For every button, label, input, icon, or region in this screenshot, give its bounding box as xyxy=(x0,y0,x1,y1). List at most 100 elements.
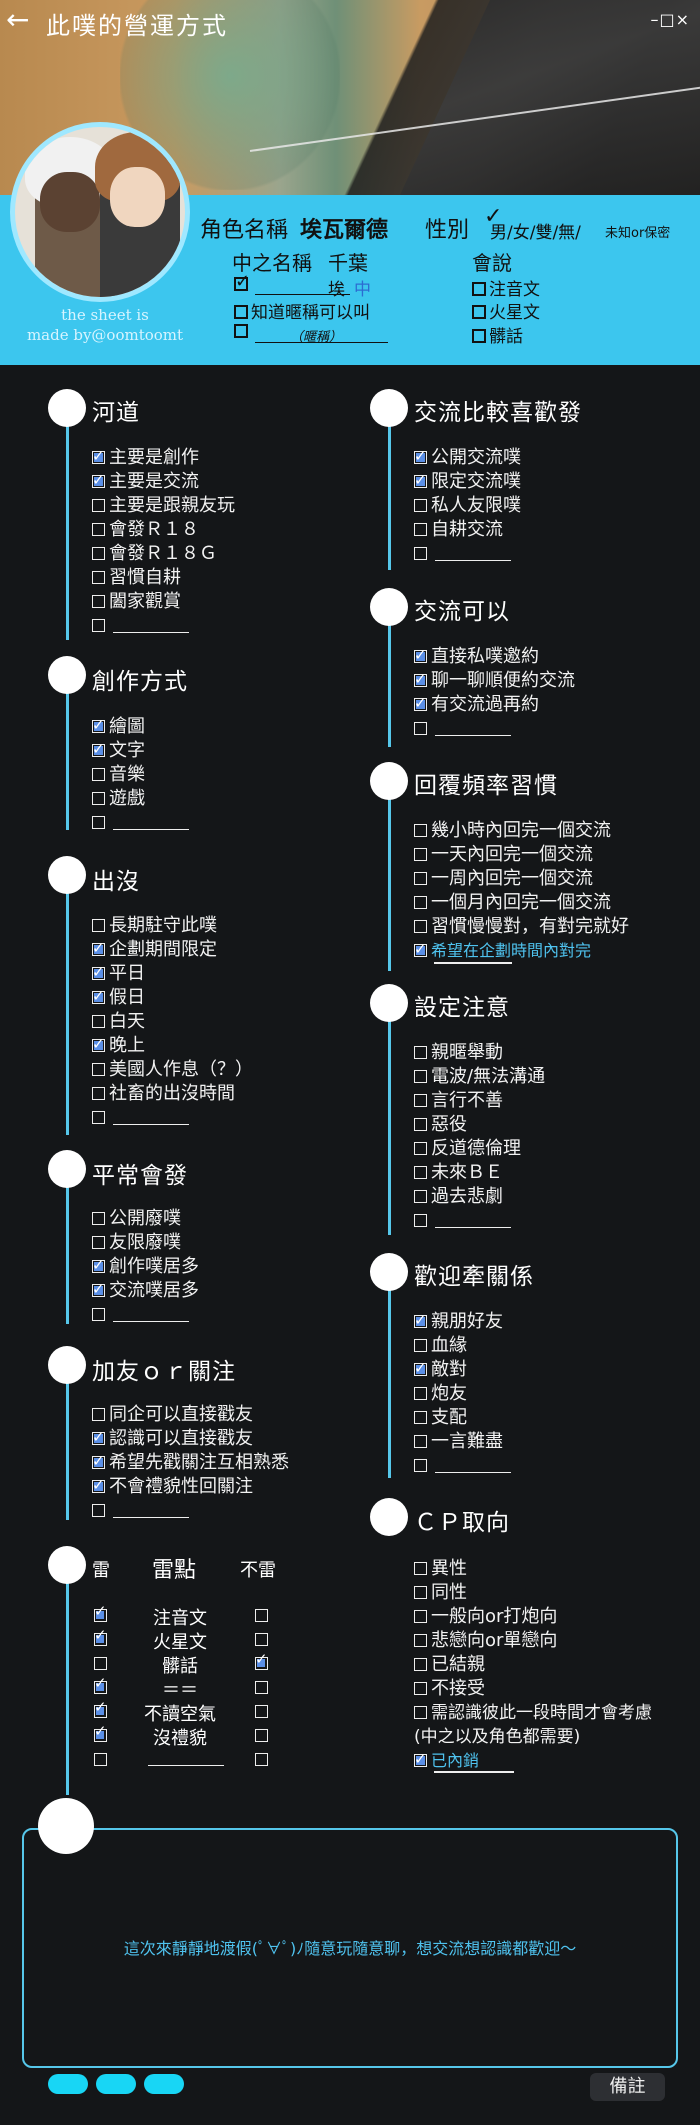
speaks-option-1[interactable]: 注音文 xyxy=(472,275,540,300)
checkbox[interactable] xyxy=(414,722,427,735)
checkbox[interactable] xyxy=(92,1111,105,1124)
cn-option-1[interactable] xyxy=(234,271,251,295)
checkbox[interactable] xyxy=(92,1450,105,1472)
checkbox[interactable] xyxy=(92,937,105,959)
checkbox[interactable] xyxy=(414,692,427,714)
checkbox[interactable] xyxy=(414,1046,427,1059)
checkbox[interactable] xyxy=(414,896,427,909)
post-item-1[interactable]: 公開廢噗 xyxy=(92,1208,181,1230)
checkbox[interactable] xyxy=(414,1094,427,1107)
checkbox[interactable] xyxy=(92,792,105,805)
thunder-row-5-no[interactable] xyxy=(255,1705,268,1718)
cp-item-3[interactable]: 一般向or打炮向 xyxy=(414,1606,557,1628)
checkbox[interactable] xyxy=(414,1118,427,1131)
notes-item-4[interactable]: 惡役 xyxy=(414,1114,467,1136)
river-item-5[interactable]: 會發Ｒ１８Ｇ xyxy=(92,543,217,565)
speaks-option-3[interactable]: 髒話 xyxy=(472,322,523,347)
checkbox[interactable] xyxy=(92,1033,105,1055)
thunder-row-6-yes[interactable] xyxy=(94,1722,107,1742)
cp-item-2[interactable]: 同性 xyxy=(414,1582,467,1604)
checkbox[interactable] xyxy=(414,644,427,666)
relation-item-4[interactable]: 炮友 xyxy=(414,1383,467,1405)
appear-item-blank[interactable] xyxy=(92,1107,189,1129)
checkbox[interactable] xyxy=(92,1236,105,1249)
exchange-pref-item-4[interactable]: 自耕交流 xyxy=(414,519,503,541)
thunder-row-3-no[interactable] xyxy=(255,1650,268,1670)
thunder-row-blank-yes[interactable] xyxy=(94,1753,107,1766)
checkbox[interactable] xyxy=(414,872,427,885)
checkbox[interactable] xyxy=(92,1474,105,1496)
checkbox[interactable] xyxy=(414,1748,427,1770)
thunder-row-2-yes[interactable] xyxy=(94,1626,107,1646)
checkbox[interactable] xyxy=(92,714,105,736)
checkbox[interactable] xyxy=(92,1015,105,1028)
exchange-can-item-3[interactable]: 有交流過再約 xyxy=(414,692,539,716)
checkbox[interactable] xyxy=(414,1357,427,1379)
reply-item-3[interactable]: 一周內回完一個交流 xyxy=(414,868,593,890)
blank-field[interactable] xyxy=(113,619,189,633)
checkbox[interactable] xyxy=(92,1212,105,1225)
river-item-2[interactable]: 主要是交流 xyxy=(92,469,199,493)
checkbox[interactable] xyxy=(92,1278,105,1300)
checkbox[interactable] xyxy=(414,1339,427,1352)
checkbox[interactable] xyxy=(92,445,105,467)
checkbox[interactable] xyxy=(92,738,105,760)
checkbox[interactable] xyxy=(92,1426,105,1448)
gender-unknown[interactable]: 未知or保密 xyxy=(605,226,671,241)
create-item-4[interactable]: 遊戲 xyxy=(92,788,145,810)
post-item-2[interactable]: 友限廢噗 xyxy=(92,1232,181,1254)
checkbox[interactable] xyxy=(414,1634,427,1647)
river-item-3[interactable]: 主要是跟親友玩 xyxy=(92,495,235,517)
river-item-6[interactable]: 習慣自耕 xyxy=(92,567,181,589)
checkbox[interactable] xyxy=(414,1190,427,1203)
follow-item-2[interactable]: 認識可以直接戳友 xyxy=(92,1426,253,1450)
checkbox[interactable] xyxy=(92,1254,105,1276)
cp-item-1[interactable]: 異性 xyxy=(414,1558,467,1580)
checkbox[interactable] xyxy=(92,595,105,608)
blank-field[interactable] xyxy=(113,1504,189,1518)
checkbox[interactable] xyxy=(92,1408,105,1421)
exchange-can-item-1[interactable]: 直接私噗邀約 xyxy=(414,644,539,668)
blank-field[interactable] xyxy=(113,816,189,830)
follow-item-4[interactable]: 不會禮貌性回關注 xyxy=(92,1474,253,1498)
checkbox[interactable] xyxy=(414,499,427,512)
river-item-7[interactable]: 闔家觀賞 xyxy=(92,591,181,613)
follow-item-blank[interactable] xyxy=(92,1500,189,1522)
checkbox[interactable] xyxy=(414,1166,427,1179)
blank-field[interactable] xyxy=(113,1111,189,1125)
blank-field[interactable] xyxy=(435,722,511,736)
appear-item-8[interactable]: 社畜的出沒時間 xyxy=(92,1083,235,1105)
speaks-option-2[interactable]: 火星文 xyxy=(472,298,540,323)
thunder-row-blank-no[interactable] xyxy=(255,1753,268,1766)
footer-tab-2[interactable] xyxy=(96,2074,136,2094)
checkbox[interactable] xyxy=(414,1214,427,1227)
checkbox[interactable] xyxy=(414,547,427,560)
thunder-row-1-no[interactable] xyxy=(255,1609,268,1622)
checkbox[interactable] xyxy=(92,571,105,584)
checkbox[interactable] xyxy=(414,1411,427,1424)
window-controls[interactable]: –□× xyxy=(650,10,690,29)
checkbox[interactable] xyxy=(92,1504,105,1517)
exchange-can-item-blank[interactable] xyxy=(414,718,511,740)
checkbox[interactable] xyxy=(414,668,427,690)
checkbox[interactable] xyxy=(414,445,427,467)
blank-field[interactable] xyxy=(435,547,511,561)
checkbox[interactable] xyxy=(92,1063,105,1076)
river-item-1[interactable]: 主要是創作 xyxy=(92,445,199,469)
thunder-row-1-yes[interactable] xyxy=(94,1602,107,1622)
create-item-2[interactable]: 文字 xyxy=(92,738,145,762)
checkbox[interactable] xyxy=(414,920,427,933)
thunder-row-5-yes[interactable] xyxy=(94,1698,107,1718)
checkbox[interactable] xyxy=(414,938,427,960)
exchange-pref-item-blank[interactable] xyxy=(414,543,511,565)
appear-item-2[interactable]: 企劃期間限定 xyxy=(92,937,217,961)
appear-item-4[interactable]: 假日 xyxy=(92,985,145,1009)
checkbox[interactable] xyxy=(414,1562,427,1575)
checkbox[interactable] xyxy=(414,848,427,861)
exchange-pref-item-3[interactable]: 私人友限噗 xyxy=(414,495,521,517)
back-arrow-icon[interactable]: ← xyxy=(6,3,30,36)
checkbox[interactable] xyxy=(92,768,105,781)
cn-option-2[interactable]: 知道暱稱可以叫 xyxy=(234,298,370,323)
gender-options[interactable]: 男/女/雙/無/ xyxy=(490,223,581,243)
memo-tab[interactable]: 備註 xyxy=(590,2073,665,2101)
